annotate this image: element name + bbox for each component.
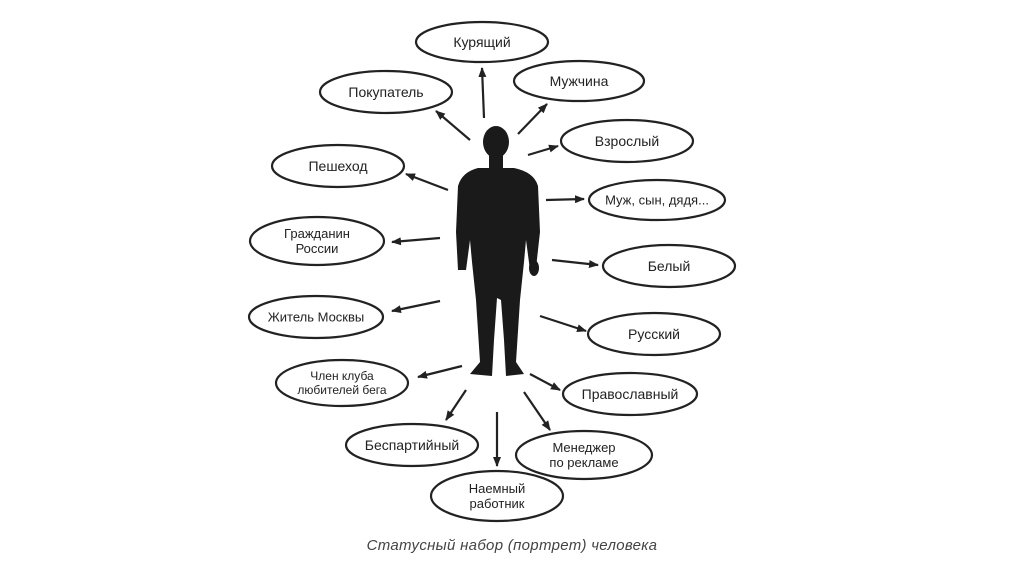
arrow-to-pokupatel xyxy=(435,110,471,141)
status-label: Менеджер xyxy=(552,440,615,455)
status-kuryashchiy: Курящий xyxy=(414,20,550,64)
arrows-group xyxy=(391,67,599,467)
status-bubble-outline xyxy=(559,118,695,164)
status-label: работник xyxy=(470,496,525,511)
status-label: по рекламе xyxy=(549,455,618,470)
status-label: России xyxy=(296,241,339,256)
status-bubble-outline xyxy=(587,178,727,222)
figure-caption: Статусный набор (портрет) человека xyxy=(366,537,658,554)
status-pokupatel: Покупатель xyxy=(318,69,454,115)
status-label: Житель Москвы xyxy=(268,310,364,325)
arrow-to-vzrosly xyxy=(527,144,559,157)
status-bubbles: КурящийМужчинаПокупательВзрослыйПешеходМ… xyxy=(247,20,737,523)
status-label: Гражданин xyxy=(284,226,350,241)
arrow-to-zhitel-moskvy xyxy=(391,299,441,314)
status-muzh-syn-dyadya: Муж, сын, дядя... xyxy=(587,178,727,222)
status-label: Пешеход xyxy=(308,158,367,174)
status-bubble-outline xyxy=(561,371,699,417)
arrow-to-chlen-kluba xyxy=(417,364,463,379)
arrow-to-muzhchina xyxy=(517,103,548,135)
status-label: любителей бега xyxy=(297,383,386,397)
status-bely: Белый xyxy=(601,243,737,289)
status-bubble-outline xyxy=(414,20,550,64)
status-muzhchina: Мужчина xyxy=(512,59,646,103)
status-label: Русский xyxy=(628,326,680,342)
status-bubble-outline xyxy=(601,243,737,289)
status-label: Мужчина xyxy=(550,73,609,89)
status-bubble-outline xyxy=(586,311,722,357)
arrow-to-bespartiyny xyxy=(445,389,467,421)
arrow-to-menedzher xyxy=(523,391,551,431)
person-silhouette xyxy=(456,126,540,376)
status-label: Беспартийный xyxy=(365,437,460,453)
arrow-to-grazhdanin-rossii xyxy=(391,236,441,246)
status-bubble-outline xyxy=(248,215,386,267)
status-bubble-outline xyxy=(512,59,646,103)
status-bubble-outline xyxy=(274,358,410,408)
status-bubble-outline xyxy=(270,143,406,189)
status-peshekhod: Пешеход xyxy=(270,143,406,189)
status-bespartiyny: Беспартийный xyxy=(344,422,480,468)
status-bubble-outline xyxy=(429,469,565,523)
status-bubble-outline xyxy=(318,69,454,115)
status-label: Взрослый xyxy=(595,133,659,149)
status-bubble-outline xyxy=(344,422,480,468)
arrow-to-bely xyxy=(551,258,599,269)
status-label: Муж, сын, дядя... xyxy=(605,193,709,208)
arrow-to-pravoslavny xyxy=(529,373,561,391)
arrow-to-russkiy xyxy=(539,314,587,333)
status-russkiy: Русский xyxy=(586,311,722,357)
status-label: Покупатель xyxy=(348,84,423,100)
status-label: Православный xyxy=(582,386,679,402)
status-label: Белый xyxy=(648,258,691,274)
status-label: Курящий xyxy=(453,34,510,50)
arrow-to-kuryashchiy xyxy=(478,67,487,119)
status-label: Наемный xyxy=(469,481,526,496)
status-bubble-outline xyxy=(247,294,385,340)
status-zhitel-moskvy: Житель Москвы xyxy=(247,294,385,340)
status-label: Член клуба xyxy=(310,369,374,383)
arrow-to-peshekhod xyxy=(405,172,449,192)
status-bubble-outline xyxy=(514,429,654,481)
status-vzrosly: Взрослый xyxy=(559,118,695,164)
arrow-to-muzh-syn-dyadya xyxy=(545,195,585,204)
status-pravoslavny: Православный xyxy=(561,371,699,417)
